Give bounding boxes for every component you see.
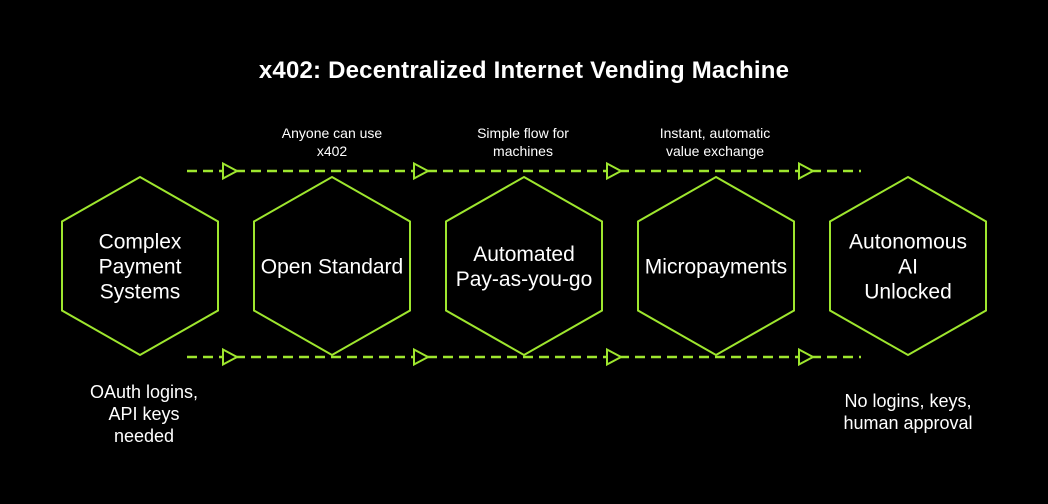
- stage-label-automated-pay-as-you-go: Automated Pay-as-you-go: [455, 243, 593, 291]
- arrowhead-bottom-4-icon: [798, 347, 816, 367]
- hexagon-stage-1: [61, 175, 219, 357]
- start-note: OAuth logins, API keys needed: [89, 382, 199, 446]
- arrowhead-bottom-3-icon: [606, 347, 624, 367]
- transition-label-2: Simple flow for machines: [477, 125, 569, 159]
- hexagon-stage-5: [829, 175, 987, 357]
- arrowhead-top-2-icon: [413, 161, 431, 181]
- hexagon-stage-4: [637, 175, 795, 357]
- stage-label-complex-payment-systems: Complex Payment Systems: [98, 230, 182, 304]
- hexagon-stage-2: [253, 175, 411, 357]
- hexagon-stage-3: [445, 175, 603, 357]
- stage-label-open-standard: Open Standard: [260, 255, 404, 279]
- arrowhead-top-3-icon: [606, 161, 624, 181]
- arrowhead-top-4-icon: [798, 161, 816, 181]
- end-note: No logins, keys, human approval: [843, 391, 973, 433]
- stage-label-micropayments: Micropayments: [644, 255, 788, 279]
- transition-label-1: Anyone can use x402: [281, 125, 383, 159]
- transition-label-3: Instant, automatic value exchange: [659, 125, 771, 159]
- stage-label-autonomous-ai-unlocked: Autonomous AI Unlocked: [849, 230, 967, 304]
- arrowhead-bottom-1-icon: [222, 347, 240, 367]
- arrowhead-top-1-icon: [222, 161, 240, 181]
- arrowhead-bottom-2-icon: [413, 347, 431, 367]
- diagram-title: x402: Decentralized Internet Vending Mac…: [258, 57, 790, 84]
